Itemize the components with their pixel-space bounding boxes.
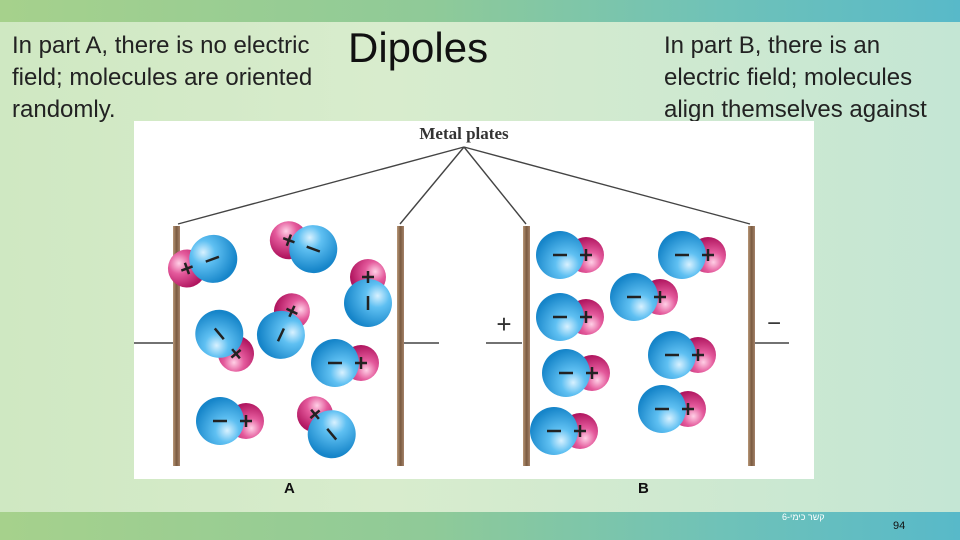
molecule — [344, 259, 392, 327]
metal-plates-caption: Metal plates — [419, 124, 509, 143]
plate-a-right — [397, 226, 404, 466]
molecule — [167, 234, 238, 288]
molecule — [648, 331, 716, 379]
dipole-figure: Metal plates + − — [134, 121, 814, 479]
slide-title: Dipoles — [348, 24, 489, 71]
part-b-label: B — [638, 480, 649, 497]
molecule — [530, 407, 598, 455]
page-number: 94 — [893, 520, 906, 532]
molecule — [610, 273, 678, 321]
molecule — [196, 397, 264, 445]
plate-b-left — [523, 226, 530, 466]
top-accent-bar — [0, 0, 960, 22]
molecule — [256, 293, 310, 359]
molecule — [658, 231, 726, 279]
positive-plate-sign: + — [496, 309, 511, 339]
plate-a-left — [173, 226, 180, 466]
bottom-accent-bar — [0, 512, 960, 540]
part-a-label: A — [284, 480, 295, 497]
molecule — [195, 309, 254, 372]
negative-plate-sign: − — [767, 310, 781, 337]
molecule — [311, 339, 379, 387]
plate-b-right — [748, 226, 755, 466]
molecule — [638, 385, 706, 433]
molecule — [536, 231, 604, 279]
footer-text: קשר כימי-6 — [782, 512, 825, 522]
molecule — [542, 349, 610, 397]
connector-wires — [134, 146, 789, 344]
molecule — [536, 293, 604, 341]
molecule — [297, 396, 356, 459]
molecule — [269, 221, 338, 274]
part-a-description: In part A, there is no electric field; m… — [12, 32, 313, 123]
